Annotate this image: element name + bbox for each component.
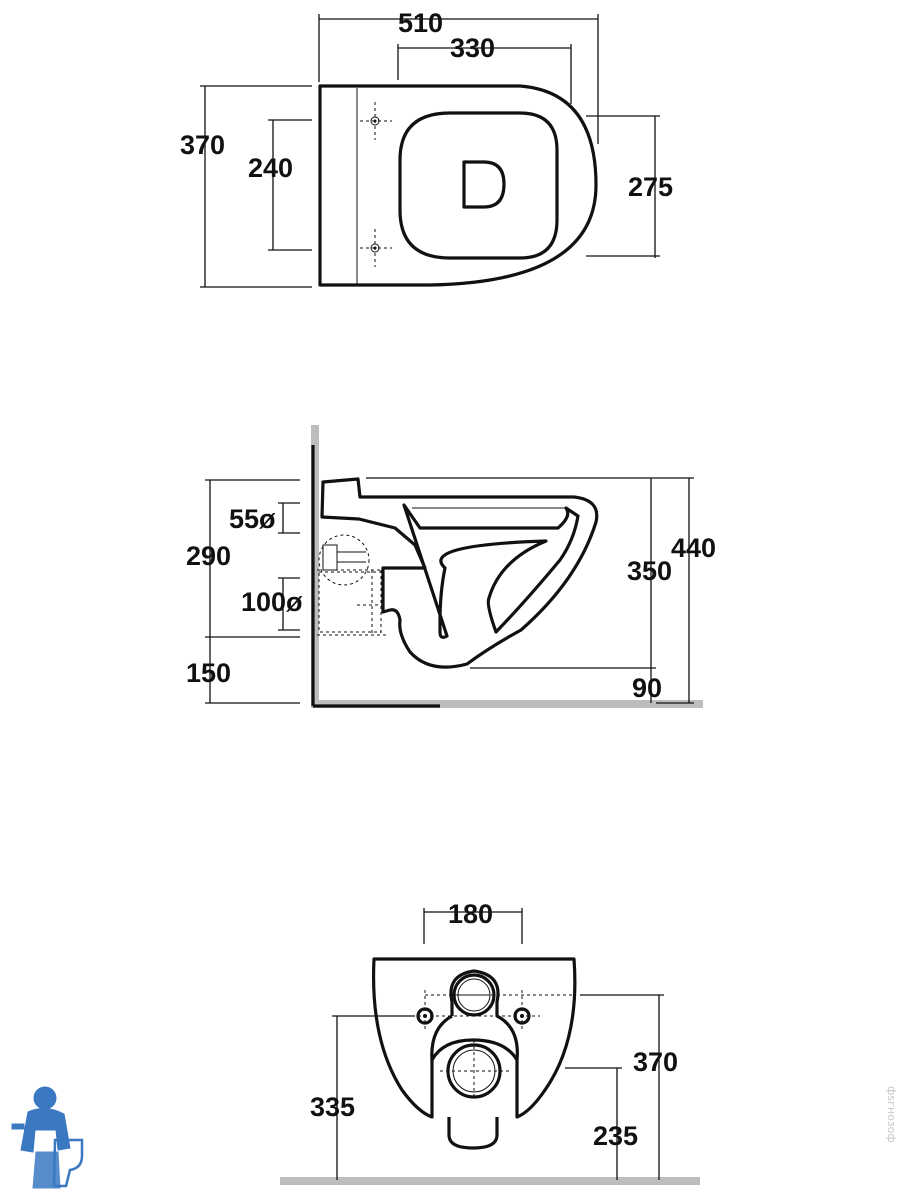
top-view-bowl-opening — [398, 111, 559, 260]
dim-510: 510 — [398, 8, 443, 38]
top-fixing-hole-upper — [360, 102, 392, 140]
top-view-outline — [318, 84, 598, 287]
dim-240: 240 — [248, 153, 293, 183]
dim-180: 180 — [448, 899, 493, 929]
dim-55-diameter: 55ø — [229, 504, 276, 534]
back-outline — [371, 957, 577, 1119]
back-trap — [447, 1117, 499, 1150]
dim-440: 440 — [671, 533, 716, 563]
dim-370-top: 370 — [180, 130, 225, 160]
dim-350: 350 — [627, 556, 672, 586]
side-floor — [311, 700, 703, 708]
side-view: 55ø 100ø 290 150 350 440 90 — [186, 425, 716, 708]
dim-275: 275 — [628, 172, 673, 202]
dim-290: 290 — [186, 541, 231, 571]
dim-370-back: 370 — [633, 1047, 678, 1077]
back-view: 180 335 370 235 — [280, 899, 700, 1185]
dim-150: 150 — [186, 658, 231, 688]
plumber-logo — [11, 1086, 84, 1189]
back-floor — [280, 1177, 700, 1185]
dim-330: 330 — [450, 33, 495, 63]
dim-335: 335 — [310, 1092, 355, 1122]
dim-100-diameter: 100ø — [241, 587, 303, 617]
top-view: 510 330 370 240 275 — [180, 8, 673, 288]
top-view-drain — [462, 160, 506, 209]
dim-235: 235 — [593, 1121, 638, 1151]
watermark: фsгнозоф — [885, 1086, 898, 1143]
dim-90: 90 — [632, 673, 662, 703]
side-wall — [311, 425, 319, 707]
back-inlet-surround — [430, 969, 519, 1061]
side-bowl-inner — [402, 503, 580, 639]
side-outlet-circle — [318, 534, 370, 586]
top-fixing-hole-lower — [360, 229, 392, 267]
side-bowl-profile — [320, 477, 599, 669]
